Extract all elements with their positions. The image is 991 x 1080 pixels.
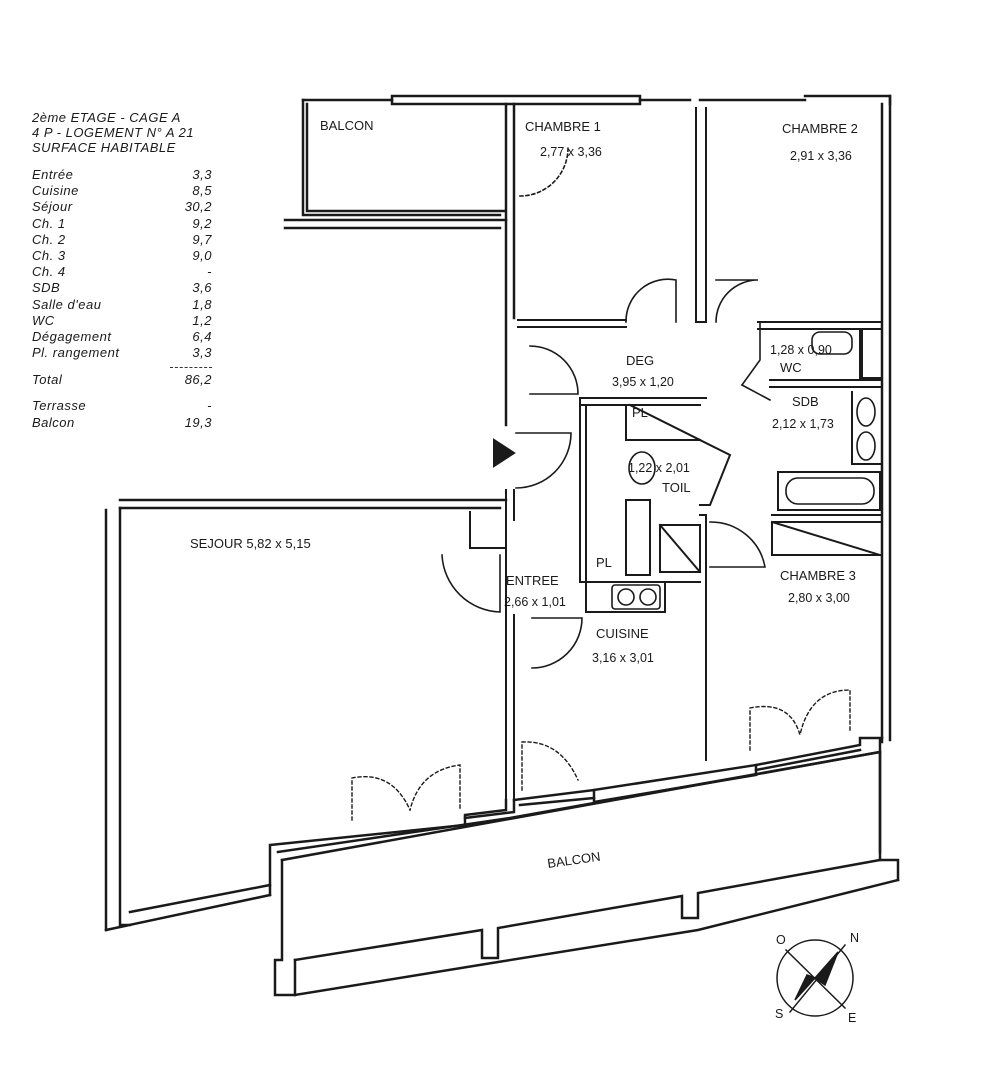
room-labels: BALCON CHAMBRE 1 2,77 x 3,36 CHAMBRE 2 2… <box>190 118 858 871</box>
surface-value: 8,5 <box>192 183 212 199</box>
total-separator <box>170 367 212 369</box>
surface-value: - <box>207 264 212 280</box>
chambre3-dim: 2,80 x 3,00 <box>788 591 850 605</box>
entrance-arrow-icon <box>493 438 516 468</box>
surface-label: Séjour <box>32 199 73 215</box>
entree-label: ENTREE <box>506 573 559 588</box>
sdb-label: SDB <box>792 394 819 409</box>
surface-title: SURFACE HABITABLE <box>32 140 176 155</box>
legend-header: 2ème ETAGE - CAGE A 4 P - LOGEMENT N° A … <box>32 110 212 155</box>
floor-title: 2ème ETAGE - CAGE A <box>32 110 181 125</box>
entree-dim: 2,66 x 1,01 <box>504 595 566 609</box>
cooktop-burner-2 <box>639 588 657 606</box>
balcon-top-label: BALCON <box>320 118 373 133</box>
surface-row: Séjour 30,2 <box>32 199 212 215</box>
surface-row: Cuisine 8,5 <box>32 183 212 199</box>
exterior-walls <box>104 94 892 932</box>
balcon-bottom-label: BALCON <box>546 849 601 871</box>
extra-row: Terrasse - <box>32 398 212 414</box>
cooktop <box>611 584 661 610</box>
surface-value: 9,2 <box>192 215 212 231</box>
surface-row: Pl. rangement 3,3 <box>32 345 212 361</box>
chambre1-dim: 2,77 x 3,36 <box>540 145 602 159</box>
surface-value: 6,4 <box>192 328 212 344</box>
surface-label: Ch. 3 <box>32 247 66 263</box>
total-value: 86,2 <box>184 372 212 388</box>
toilet-bowl <box>628 451 656 485</box>
south-facade <box>268 736 884 897</box>
surface-legend: 2ème ETAGE - CAGE A 4 P - LOGEMENT N° A … <box>32 110 212 431</box>
surface-value: 30,2 <box>184 199 212 215</box>
total-label: Total <box>32 372 63 388</box>
chambre1-label: CHAMBRE 1 <box>525 119 601 134</box>
surface-value: 9,0 <box>192 247 212 263</box>
wc-dim: 1,28 x 0,90 <box>770 343 832 357</box>
surface-label: SDB <box>32 280 61 296</box>
bottom-balcony <box>273 738 900 997</box>
cuisine-label: CUISINE <box>596 626 649 641</box>
fixtures <box>611 331 876 610</box>
surface-value: 3,6 <box>192 280 212 296</box>
window-swings <box>351 689 851 821</box>
surface-row: Salle d'eau 1,8 <box>32 297 212 313</box>
interior-walls <box>469 107 882 801</box>
compass-rose-icon: N S E O <box>775 931 859 1025</box>
surface-row: WC 1,2 <box>32 313 212 329</box>
wc-label: WC <box>780 360 802 375</box>
surface-value: 9,7 <box>192 231 212 247</box>
surface-value: 3,3 <box>192 345 212 361</box>
extra-value: - <box>207 398 212 414</box>
dwelling-title: 4 P - LOGEMENT N° A 21 <box>32 125 195 140</box>
chambre3-label: CHAMBRE 3 <box>780 568 856 583</box>
extra-label: Terrasse <box>32 398 87 414</box>
compass-o: O <box>776 933 786 947</box>
cooktop-burner-1 <box>617 588 635 606</box>
deg-dim: 3,95 x 1,20 <box>612 375 674 389</box>
sink-bottom <box>856 431 876 461</box>
surface-label: Entrée <box>32 167 74 182</box>
surface-label: Ch. 1 <box>32 215 66 231</box>
sejour-label: SEJOUR 5,82 x 5,15 <box>190 536 311 551</box>
compass-e: E <box>848 1011 856 1025</box>
surface-label: Salle d'eau <box>32 296 102 312</box>
pl-label-bottom: PL <box>596 555 612 570</box>
surface-label: Pl. rangement <box>32 345 120 361</box>
surface-row: Ch. 1 9,2 <box>32 216 212 232</box>
door-swings <box>441 147 772 669</box>
compass-s: S <box>775 1007 783 1021</box>
extra-rows: Terrasse - Balcon 19,3 <box>32 398 212 430</box>
surface-row: Dégagement 6,4 <box>32 329 212 345</box>
surface-row: Entrée 3,3 <box>32 167 212 183</box>
extra-row: Balcon 19,3 <box>32 415 212 431</box>
surface-row: Ch. 4 - <box>32 264 212 280</box>
surface-label: Dégagement <box>32 328 112 344</box>
sdb-dim: 2,12 x 1,73 <box>772 417 834 431</box>
surface-label: Cuisine <box>32 183 79 199</box>
sink-top <box>856 397 876 427</box>
total-row: Total 86,2 <box>32 372 212 388</box>
surface-label: Ch. 2 <box>32 231 66 247</box>
chambre2-label: CHAMBRE 2 <box>782 121 858 136</box>
wc-bowl <box>811 331 853 355</box>
extra-label: Balcon <box>32 414 75 430</box>
toil-dim: 1,22 x 2,01 <box>628 461 690 475</box>
surface-value: 3,3 <box>192 167 212 182</box>
cuisine-dim: 3,16 x 3,01 <box>592 651 654 665</box>
surface-label: WC <box>32 312 55 328</box>
toil-label: TOIL <box>662 480 691 495</box>
chambre2-dim: 2,91 x 3,36 <box>790 149 852 163</box>
surface-label: Ch. 4 <box>32 264 66 280</box>
deg-label: DEG <box>626 353 654 368</box>
surface-value: 1,2 <box>192 312 212 328</box>
extra-value: 19,3 <box>184 414 212 430</box>
pl-label-top: PL <box>632 405 648 420</box>
surface-row: Ch. 2 9,7 <box>32 232 212 248</box>
surface-row: SDB 3,6 <box>32 280 212 296</box>
surface-row: Ch. 3 9,0 <box>32 248 212 264</box>
surface-value: 1,8 <box>192 296 212 312</box>
compass-n: N <box>850 931 859 945</box>
bathtub <box>785 477 875 505</box>
